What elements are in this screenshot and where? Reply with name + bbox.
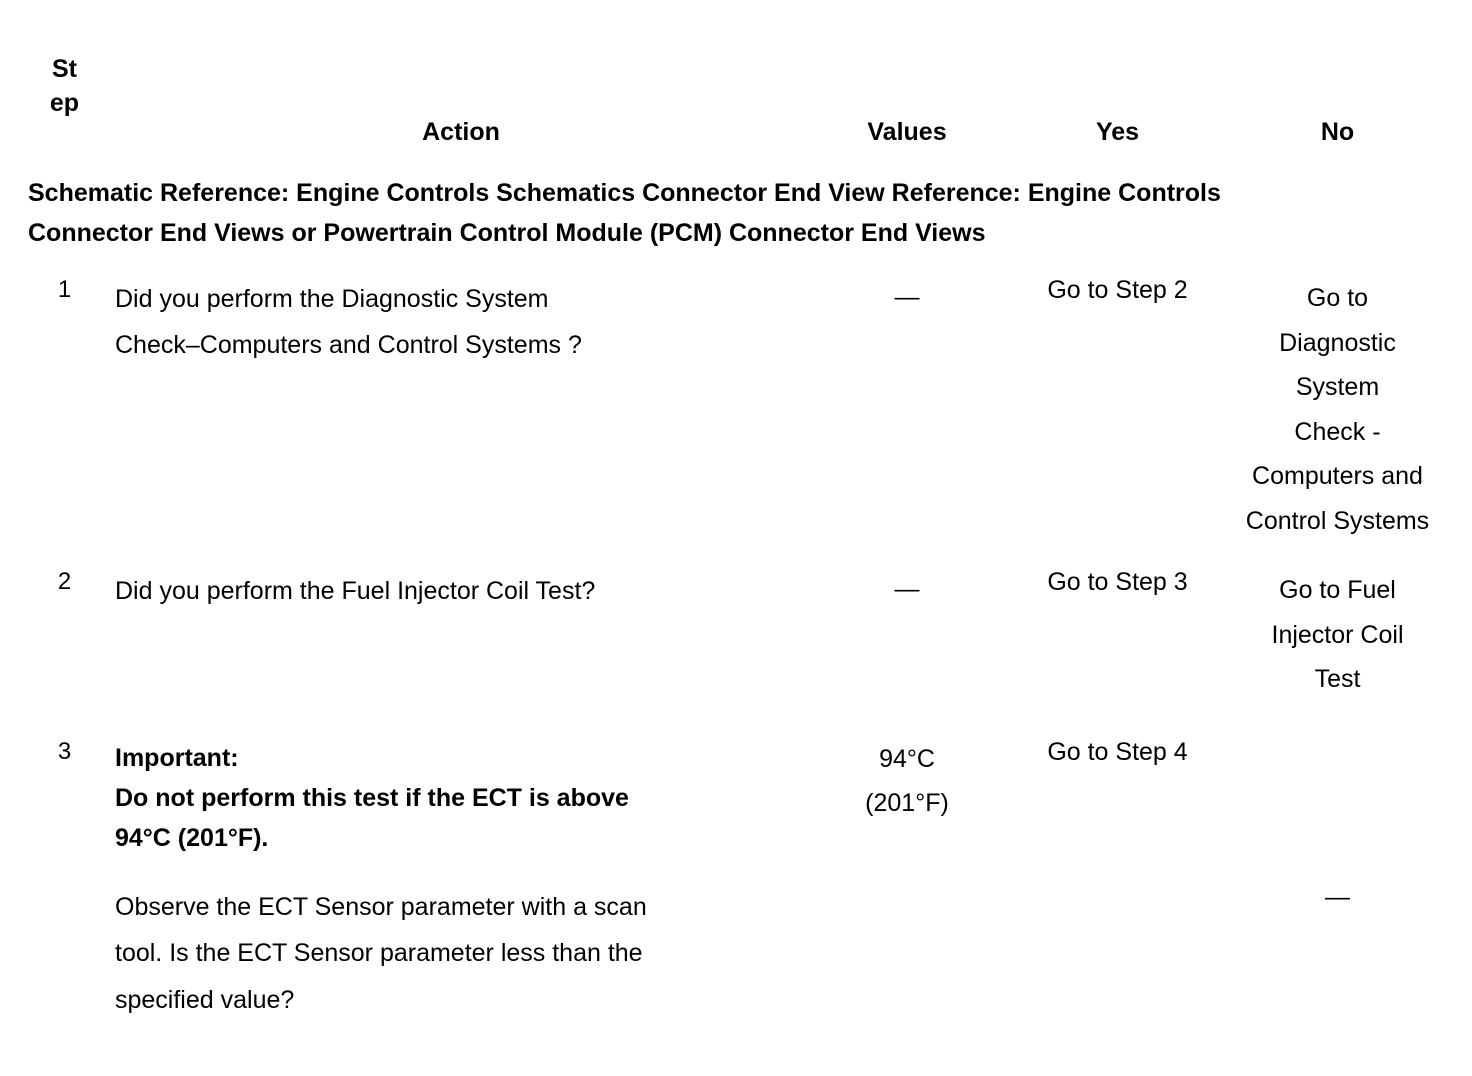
no-line: Go to Fuel <box>1279 576 1396 604</box>
diagnostic-procedure-table: St ep Action Values Yes <box>14 14 1447 1056</box>
values-line: — <box>894 575 920 603</box>
no-line: Test <box>1314 665 1361 693</box>
column-header-values: Values <box>807 14 1007 158</box>
no-line: Injector Coil <box>1271 620 1404 649</box>
values-line: — <box>894 283 920 311</box>
no-line: Computers and <box>1252 462 1423 490</box>
no-line: Go to <box>1306 284 1369 312</box>
column-header-yes-label: Yes <box>1095 117 1140 146</box>
action-cell: Did you perform the Diagnostic System Ch… <box>115 276 807 568</box>
values-line: (201°F) <box>865 788 949 817</box>
action-paragraph: Observe the ECT Sensor parameter with a … <box>115 884 807 1023</box>
column-header-no-label: No <box>1320 117 1355 146</box>
step-number-cell: 1 <box>14 276 115 568</box>
no-cell: Go to Diagnostic System Check - Computer… <box>1228 276 1447 568</box>
action-line: Check–Computers and Control Systems ? <box>115 331 582 360</box>
no-line: Diagnostic <box>1279 328 1396 357</box>
schematic-reference-row: Schematic Reference: Engine Controls Sch… <box>14 158 1447 276</box>
column-header-values-label: Values <box>867 117 947 146</box>
column-header-step-line2: ep <box>49 89 80 117</box>
table-row: 3 Important: Do not perform this test if… <box>14 738 1447 1056</box>
column-header-step-line1: St <box>52 54 77 83</box>
table-row: 1 Did you perform the Diagnostic System … <box>14 276 1447 568</box>
column-header-yes: Yes <box>1007 14 1228 158</box>
step-number-cell: 3 <box>14 738 115 1056</box>
action-paragraph: Did you perform the Diagnostic System Ch… <box>115 276 807 369</box>
schematic-reference-line-2: Connector End Views or Powertrain Contro… <box>28 218 986 247</box>
column-header-action: Action <box>115 14 807 158</box>
action-cell: Important: Do not perform this test if t… <box>115 738 807 1056</box>
column-header-action-label: Action <box>422 117 500 146</box>
no-line: — <box>1325 882 1350 911</box>
no-cell: — <box>1228 738 1447 1056</box>
action-line: specified value? <box>115 985 295 1014</box>
action-important-label: Important: <box>115 744 239 772</box>
action-line: 94°C (201°F). <box>115 824 269 852</box>
action-paragraph-spacer <box>115 858 807 884</box>
schematic-reference-line-1: Schematic Reference: Engine Controls Sch… <box>28 179 1221 207</box>
action-line: Did you perform the Fuel Injector Coil T… <box>115 577 596 605</box>
yes-cell: Go to Step 2 <box>1007 276 1228 568</box>
no-line: Control Systems <box>1245 506 1430 535</box>
no-line: System <box>1295 373 1380 401</box>
action-paragraph: Did you perform the Fuel Injector Coil T… <box>115 568 807 614</box>
step-number-cell: 2 <box>14 568 115 738</box>
action-line: tool. Is the ECT Sensor parameter less t… <box>115 939 643 968</box>
values-cell: — <box>807 568 1007 738</box>
values-cell: 94°C (201°F) <box>807 738 1007 1056</box>
action-cell: Did you perform the Fuel Injector Coil T… <box>115 568 807 738</box>
no-cell: Go to Fuel Injector Coil Test <box>1228 568 1447 738</box>
column-header-no: No <box>1228 14 1447 158</box>
table-header-row: St ep Action Values Yes <box>14 14 1447 158</box>
yes-cell: Go to Step 3 <box>1007 568 1228 738</box>
yes-cell: Go to Step 4 <box>1007 738 1228 1056</box>
values-line: 94°C <box>879 745 935 773</box>
no-line: Check - <box>1294 417 1381 446</box>
column-header-step: St ep <box>14 14 115 158</box>
action-important-paragraph: Important: Do not perform this test if t… <box>115 738 807 858</box>
schematic-reference-cell: Schematic Reference: Engine Controls Sch… <box>14 158 1447 276</box>
table-row: 2 Did you perform the Fuel Injector Coil… <box>14 568 1447 738</box>
action-line: Observe the ECT Sensor parameter with a … <box>115 893 647 921</box>
values-cell: — <box>807 276 1007 568</box>
action-line: Do not perform this test if the ECT is a… <box>115 784 629 812</box>
action-line: Did you perform the Diagnostic System <box>115 285 549 313</box>
